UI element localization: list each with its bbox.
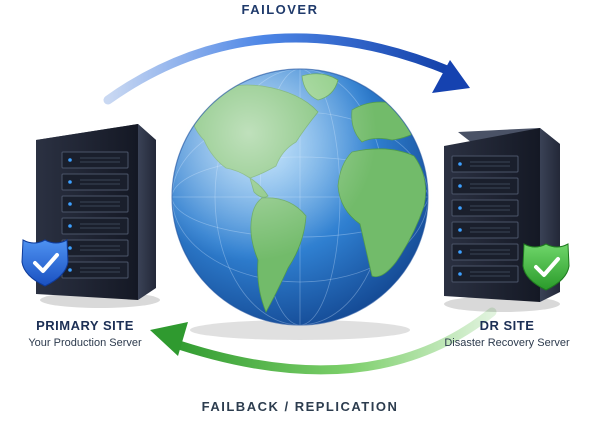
globe-icon (162, 59, 438, 340)
failover-arrowhead-icon (432, 60, 470, 93)
primary-site-title: PRIMARY SITE (36, 318, 134, 333)
failover-arrow (103, 33, 470, 105)
failback-arrow (150, 307, 497, 375)
dr-shield-check-icon (522, 243, 570, 291)
failback-arrowhead-icon (150, 322, 188, 356)
primary-shield-check-icon (21, 239, 69, 287)
failback-replication-label: FAILBACK / REPLICATION (201, 399, 399, 414)
dr-site-subtitle: Disaster Recovery Server (444, 337, 570, 349)
primary-server-bays (61, 151, 129, 279)
dr-site-title: DR SITE (479, 318, 535, 333)
dr-server-bays (451, 155, 519, 283)
primary-site-subtitle: Your Production Server (28, 337, 142, 349)
failover-label: FAILOVER (241, 2, 319, 17)
